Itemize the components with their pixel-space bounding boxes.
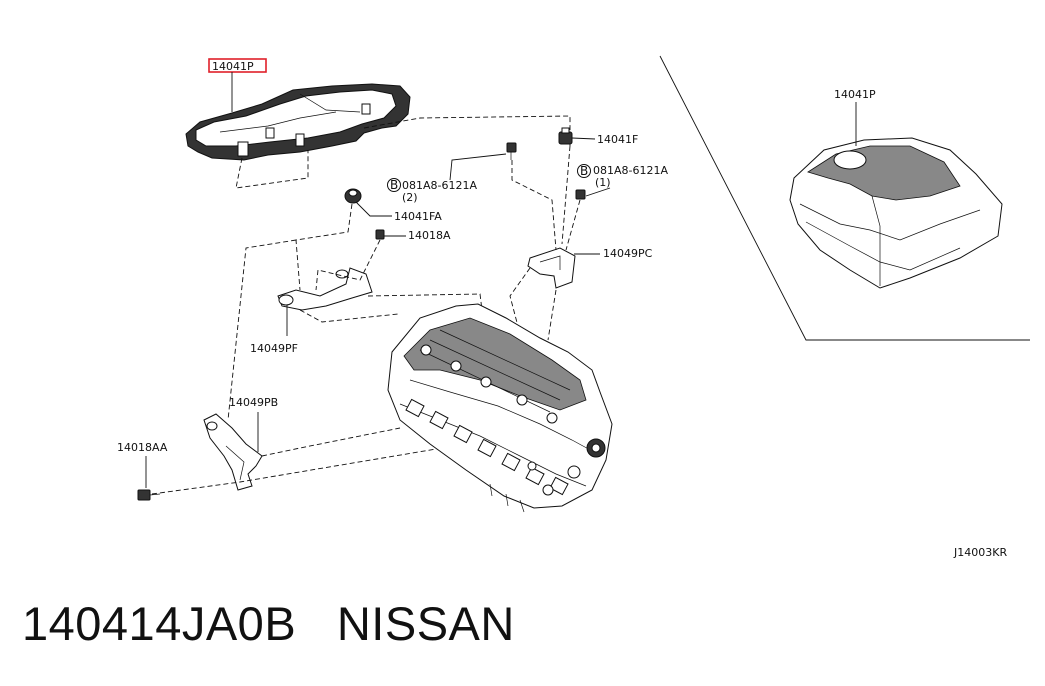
part-number[interactable]: 140414JA0B bbox=[22, 597, 297, 650]
assembly-line bbox=[565, 199, 581, 251]
engine-cover-part[interactable] bbox=[185, 83, 411, 161]
label-14018aa[interactable]: 14018AA bbox=[117, 441, 168, 454]
label-081a8-6121a-2[interactable]: 081A8-6121A bbox=[402, 179, 477, 192]
bolt-marker-text: B bbox=[390, 178, 398, 192]
assembly-line bbox=[235, 150, 309, 189]
label-14049pb[interactable]: 14049PB bbox=[229, 396, 278, 409]
leader-line bbox=[585, 187, 611, 197]
assembly-line bbox=[151, 445, 455, 495]
label-081a8-6121a-1[interactable]: 081A8-6121A bbox=[593, 164, 668, 177]
label-14049pf[interactable]: 14049PF bbox=[250, 342, 298, 355]
head-ports bbox=[405, 398, 569, 496]
bolt-b-2[interactable] bbox=[506, 142, 517, 160]
label-14041p[interactable]: 14041P bbox=[212, 60, 254, 73]
label-14041fa[interactable]: 14041FA bbox=[394, 210, 442, 223]
assembly-line bbox=[367, 293, 483, 311]
assembly-line bbox=[561, 145, 571, 245]
label-14041p-side[interactable]: 14041P bbox=[834, 88, 876, 101]
bolt-14018aa[interactable] bbox=[137, 489, 161, 501]
assembly-line bbox=[299, 309, 399, 323]
panel-divider-line bbox=[659, 55, 1030, 341]
assembly-line bbox=[315, 239, 381, 291]
leader-line bbox=[449, 153, 507, 181]
label-qty-1: (1) bbox=[595, 176, 611, 189]
diagram-code: J14003KR bbox=[953, 546, 1007, 559]
grommet-14041f[interactable] bbox=[558, 127, 573, 145]
label-14018a[interactable]: 14018A bbox=[408, 229, 451, 242]
assembly-line bbox=[295, 203, 353, 291]
brand-name: NISSAN bbox=[336, 597, 515, 650]
assembly-line bbox=[509, 267, 557, 341]
leader-line bbox=[571, 137, 596, 140]
bracket-14049pf[interactable] bbox=[277, 267, 373, 311]
label-14049pc[interactable]: 14049PC bbox=[603, 247, 653, 260]
assembly-line bbox=[261, 427, 401, 457]
bolt-marker-b bbox=[577, 164, 591, 178]
assembly-line bbox=[511, 160, 557, 251]
bracket-14049pb[interactable] bbox=[203, 413, 263, 491]
engine-cover-side-view[interactable] bbox=[789, 137, 1003, 289]
label-qty-2: (2) bbox=[402, 191, 418, 204]
leader-line bbox=[355, 201, 392, 217]
bracket-14049pc[interactable] bbox=[527, 247, 576, 289]
grommet-14041fa[interactable] bbox=[344, 188, 362, 204]
footer-part-info: 140414JA0B NISSAN bbox=[22, 596, 515, 651]
bolt-b-1[interactable] bbox=[575, 189, 586, 200]
bolt-marker-text: B bbox=[580, 164, 588, 178]
bolt-marker-b bbox=[387, 178, 401, 192]
assembly-line bbox=[363, 115, 571, 146]
bolt-14018a[interactable] bbox=[375, 229, 385, 240]
assembly-line bbox=[227, 239, 297, 421]
label-14041f[interactable]: 14041F bbox=[597, 133, 638, 146]
cylinder-head-part[interactable] bbox=[387, 303, 613, 513]
cover-label-highlight bbox=[208, 58, 267, 73]
